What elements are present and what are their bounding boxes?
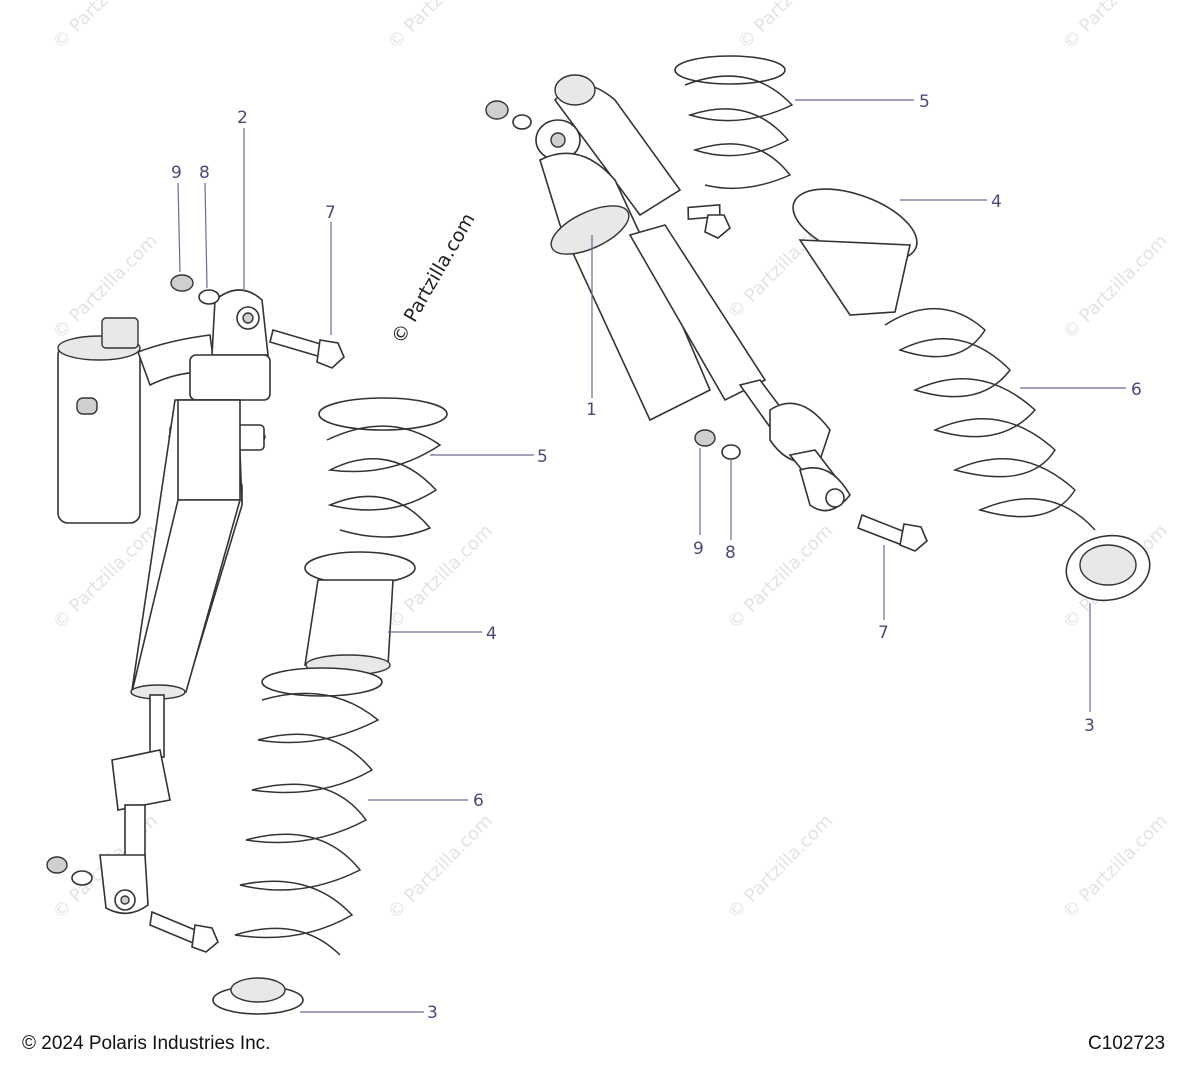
left-lower-hardware [46, 856, 219, 953]
left-reservoir [57, 317, 216, 524]
watermark-text: © Partzilla.com [734, 0, 847, 54]
callouts: 2 9 8 7 5 4 6 3 1 5 4 6 3 9 8 7 [171, 92, 1142, 1023]
right-spring-lower [884, 307, 1096, 531]
callout-left-bolt: 7 [325, 203, 336, 223]
callout-right-washer: 8 [725, 543, 736, 563]
callout-right-spring-upper: 5 [919, 92, 930, 112]
left-bolt-7 [269, 328, 325, 359]
left-spring-lower [234, 667, 383, 956]
callout-left-nut: 9 [171, 163, 182, 183]
callout-right-crossover: 4 [991, 192, 1002, 212]
right-shock-assembly [535, 74, 851, 512]
callout-right-spring-lower: 6 [1131, 380, 1142, 400]
callout-left-spring-upper: 5 [537, 447, 548, 467]
watermark-text: © Partzilla.com [1059, 0, 1172, 54]
left-upper-hardware [170, 274, 345, 369]
watermark-text: © Partzilla.com [1059, 230, 1172, 343]
left-shock-body [130, 354, 271, 700]
callout-right-retainer: 3 [1084, 716, 1095, 736]
watermark-text: © Partzilla.com [49, 0, 162, 54]
right-retainer [1065, 534, 1151, 602]
callout-left-washer: 8 [199, 163, 210, 183]
callout-left-spring-lower: 6 [473, 791, 484, 811]
watermark-main: © Partzilla.com [387, 210, 479, 348]
left-shock-shaft [99, 694, 171, 915]
callout-right-shock: 1 [586, 400, 597, 420]
callout-right-nut: 9 [693, 539, 704, 559]
callout-left-crossover: 4 [486, 624, 497, 644]
watermark-text: © Partzilla.com [1059, 810, 1172, 923]
watermark-text: © Partzilla.com [384, 0, 497, 54]
callout-right-bolt: 7 [878, 623, 889, 643]
diagram-code: C102723 [1088, 1033, 1166, 1054]
leader-lines [177, 99, 1126, 1013]
watermark-text: © Partzilla.com [724, 520, 837, 633]
left-spring-upper [318, 397, 448, 538]
left-washer-8 [198, 289, 220, 305]
callout-left-retainer: 3 [427, 1003, 438, 1023]
left-retainer [212, 977, 304, 1015]
watermark-text: © Partzilla.com [384, 810, 497, 923]
copyright-text: © 2024 Polaris Industries Inc. [22, 1033, 271, 1054]
left-bolt-7-head [316, 339, 345, 369]
watermark-text: © Partzilla.com [724, 810, 837, 923]
right-hardware [485, 100, 928, 552]
left-nut-9 [170, 274, 194, 292]
left-crossover [304, 551, 416, 676]
left-shock-top-eye [211, 289, 269, 356]
left-shock-assembly [46, 289, 271, 953]
callout-left-shock: 2 [237, 108, 248, 128]
right-crossover [792, 188, 918, 316]
right-spring-upper [674, 55, 794, 190]
